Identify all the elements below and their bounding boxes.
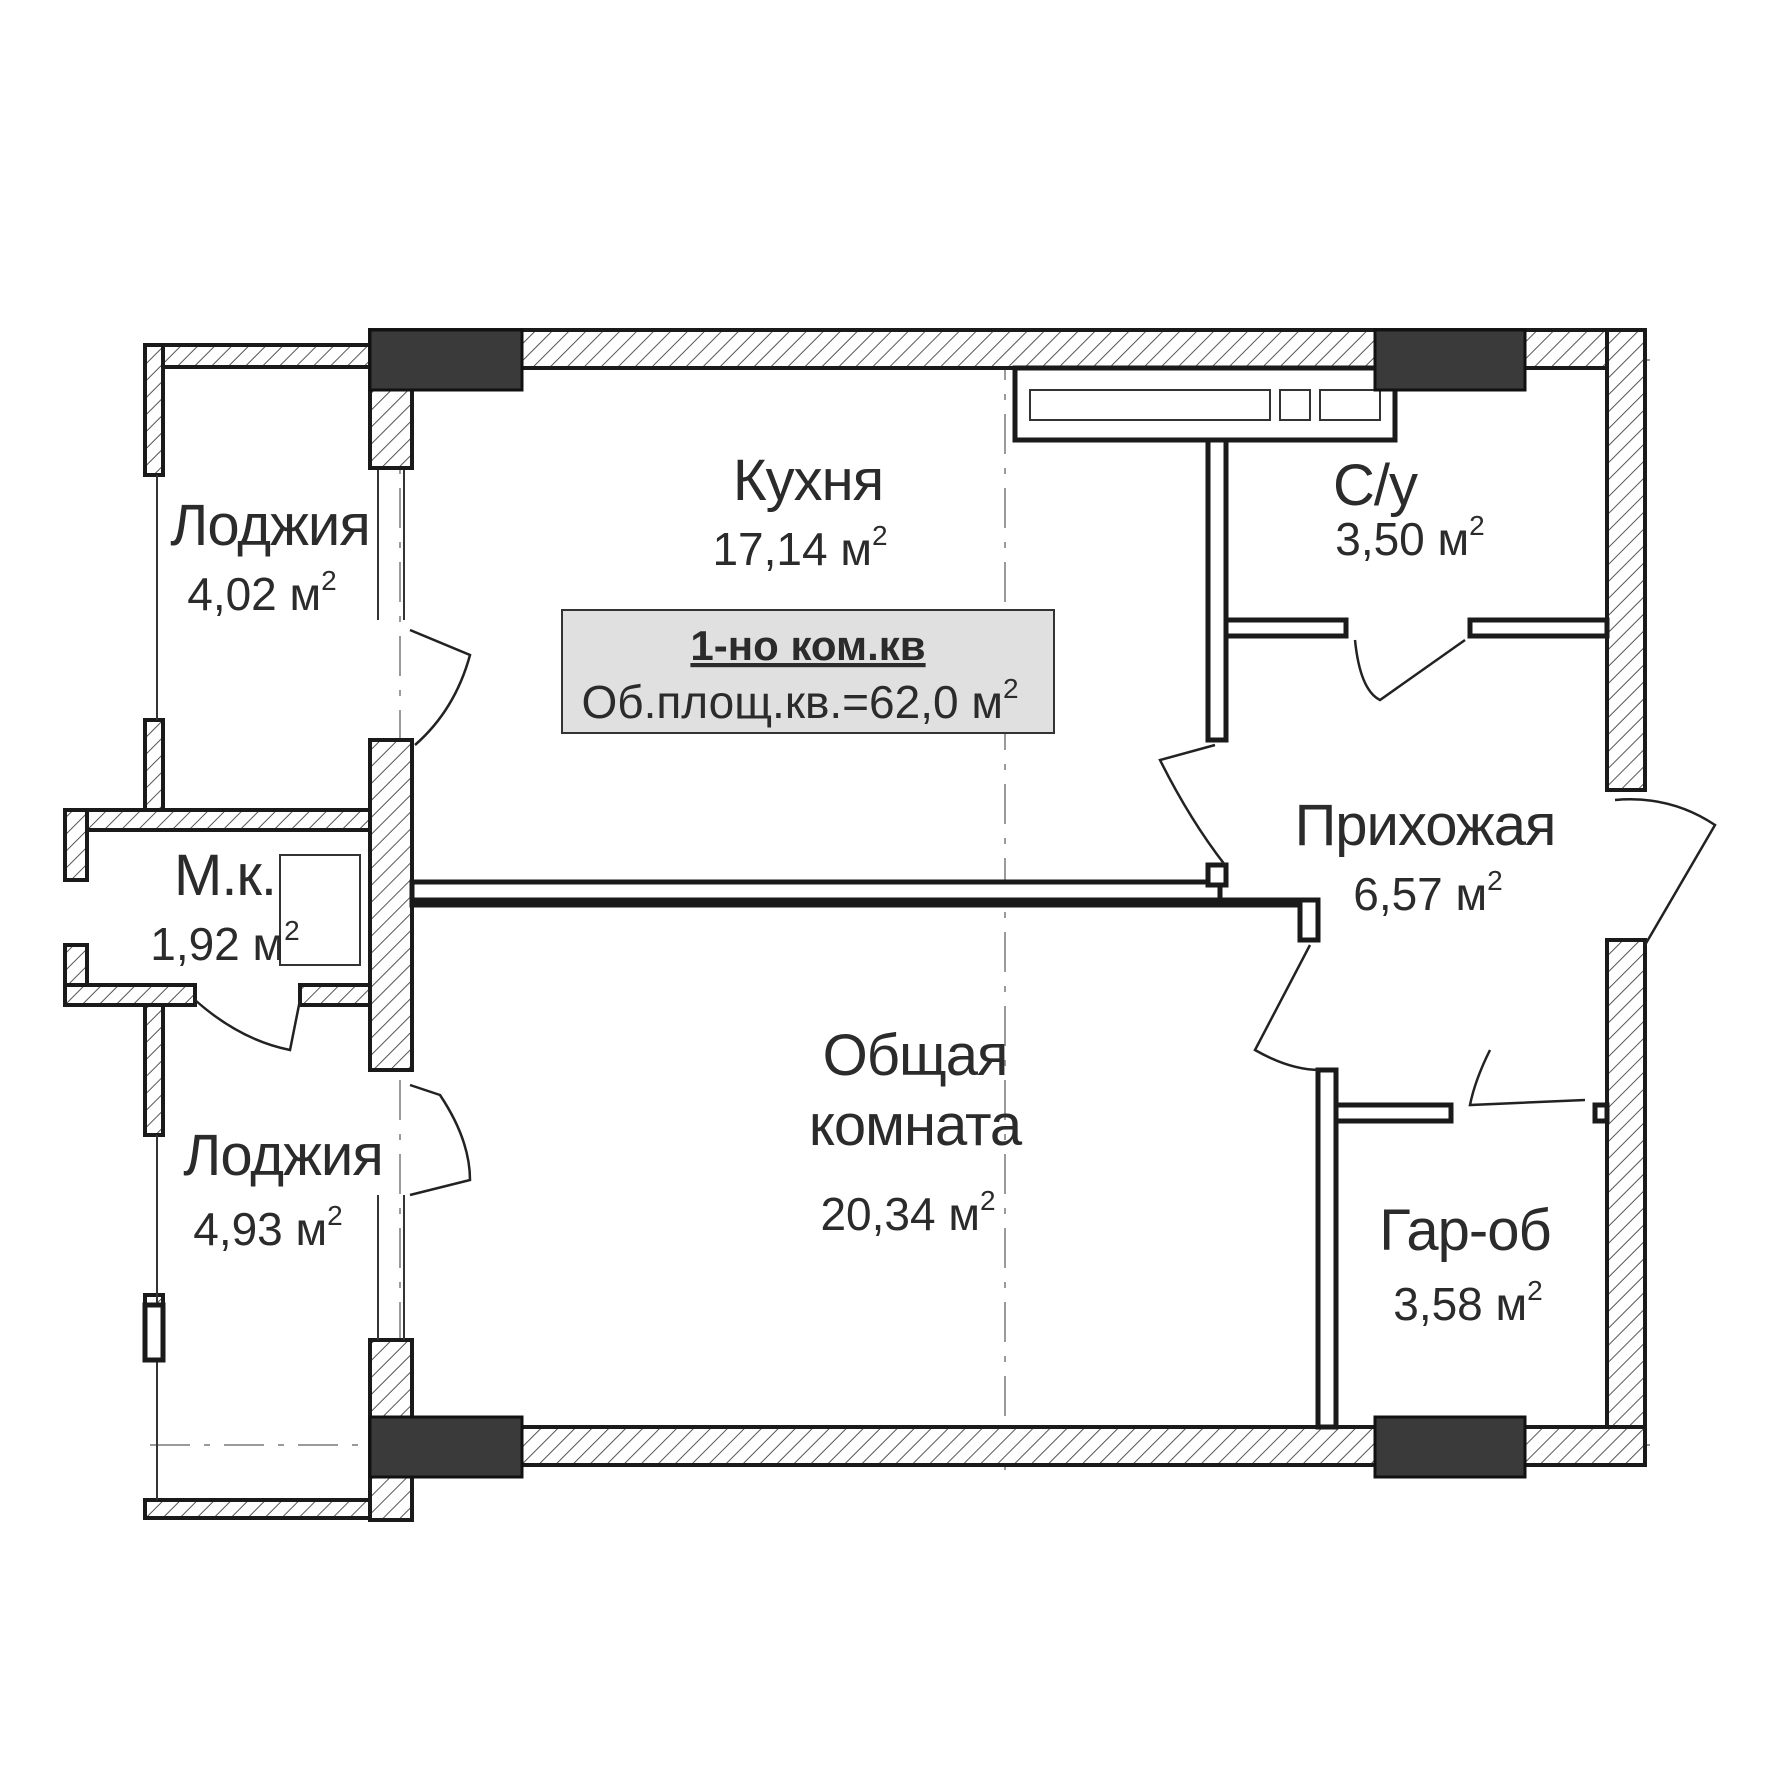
- door-living-loggia: [409, 1083, 472, 1197]
- room-area-kitchen: 17,14 м2: [712, 520, 887, 575]
- room-area-wardrobe: 3,58 м2: [1393, 1275, 1543, 1330]
- room-name-bathroom: С/у: [1333, 453, 1418, 518]
- total-area: Об.площ.кв.=62,0 м2: [581, 673, 1018, 728]
- info-box-bg: [561, 609, 1055, 734]
- door-bathroom: [1353, 638, 1466, 702]
- doors: [194, 628, 1717, 1197]
- room-area-loggia-top: 4,02 м2: [187, 565, 337, 620]
- room-name-living-line1: Общая: [823, 1023, 1008, 1088]
- room-name-mk: М.к.: [174, 843, 276, 908]
- info-box: 1-но ком.кв Об.площ.кв.=62,0 м2: [561, 609, 1055, 734]
- door-living-hall: [1253, 944, 1321, 1072]
- mk-fixture: [279, 854, 361, 966]
- column-top-left: [368, 328, 524, 392]
- loggia-glazing: [142, 470, 405, 1500]
- room-name-hall: Прихожая: [1295, 793, 1556, 858]
- room-name-living-line2: комната: [809, 1093, 1023, 1158]
- room-name-loggia-top: Лоджия: [170, 493, 370, 558]
- room-area-loggia-bottom: 4,93 м2: [193, 1200, 343, 1255]
- columns: [368, 328, 1527, 1479]
- apartment-type: 1-но ком.кв: [690, 622, 925, 669]
- column-bottom-right: [1373, 1415, 1527, 1479]
- room-name-kitchen: Кухня: [733, 448, 883, 513]
- room-area-living: 20,34 м2: [820, 1185, 995, 1240]
- room-labels: Кухня 17,14 м2 Лоджия 4,02 м2 С/у 3,50 м…: [150, 448, 1556, 1330]
- room-name-wardrobe: Гар-об: [1379, 1198, 1550, 1263]
- room-name-loggia-bottom: Лоджия: [183, 1123, 383, 1188]
- room-area-mk: 1,92 м2: [150, 915, 300, 970]
- interior-walls: [409, 365, 1610, 1430]
- column-top-right: [1373, 328, 1527, 392]
- door-wardrobe: [1468, 1049, 1586, 1107]
- door-kitchen-hall: [1158, 743, 1226, 866]
- room-area-hall: 6,57 м2: [1353, 865, 1503, 920]
- door-entrance: [1614, 798, 1717, 946]
- column-bottom-left: [368, 1415, 524, 1479]
- door-mk: [194, 999, 302, 1052]
- room-area-bathroom: 3,50 м2: [1335, 510, 1485, 565]
- door-kitchen-loggia: [409, 628, 472, 746]
